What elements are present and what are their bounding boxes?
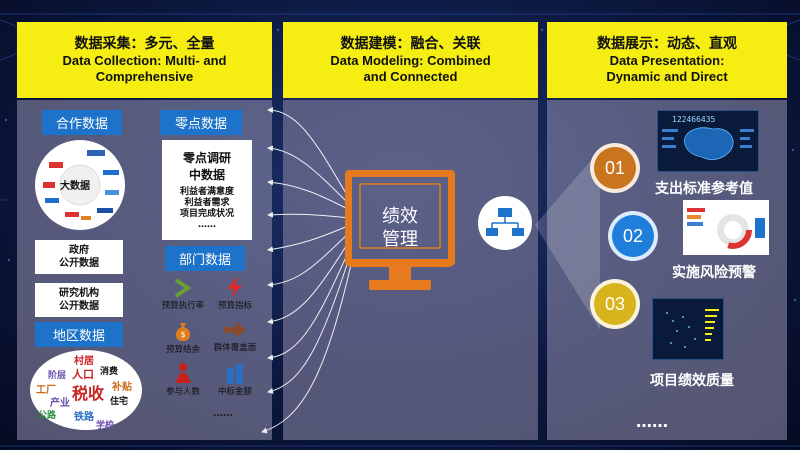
dept-item: 预算执行率	[148, 278, 218, 311]
gov-line: 政府	[69, 245, 89, 256]
region-word: 铁路	[74, 412, 94, 423]
research-public-data-box: 研究机构 公开数据	[35, 283, 123, 317]
china-map-icon	[662, 127, 754, 160]
chevron-right-icon	[174, 278, 192, 298]
badge-number: 01	[604, 157, 626, 178]
header-title-zh: 数据采集：多元、全量	[74, 35, 215, 52]
research-line: 研究机构	[59, 288, 99, 299]
monitor-text: 绩效 管理	[360, 205, 440, 252]
region-word: 产业	[50, 398, 70, 409]
header-data-presentation: 数据展示：动态、直观 Data Presentation: Dynamic an…	[547, 22, 787, 98]
scatter-map-icon	[666, 309, 719, 348]
money-bag-icon: $	[175, 323, 191, 341]
step-badge-01: 01	[590, 143, 640, 193]
region-word: 村居	[74, 356, 94, 367]
partner-data-label: 合作数据	[42, 110, 122, 135]
region-word: 住宅	[110, 397, 129, 407]
dept-item: 中标金额	[200, 362, 270, 397]
dept-item: $ 预算结余	[148, 320, 218, 355]
step-badge-02: 02	[608, 211, 658, 261]
performance-thumbnail	[652, 298, 724, 360]
region-word: 阶层	[48, 371, 67, 381]
zero-line: 项目完成状况	[179, 209, 234, 219]
zero-title: 中数据	[188, 167, 225, 182]
header-title-en: Data Modeling: Combined	[330, 52, 491, 68]
zero-line: ……	[198, 220, 216, 231]
header-data-collection: 数据采集：多元、全量 Data Collection: Multi- and C…	[17, 22, 272, 98]
donut-chart-icon	[687, 208, 765, 249]
header-title-en: Data Presentation:	[609, 52, 725, 68]
dept-item: 参与人数	[148, 362, 218, 397]
region-word: 工厂	[36, 385, 56, 396]
network-icon	[486, 208, 524, 236]
zero-title: 零点调研	[182, 150, 231, 165]
region-data-label: 地区数据	[35, 322, 123, 347]
header-data-modeling: 数据建模：融合、关联 Data Modeling: Combined and C…	[283, 22, 538, 98]
zero-research-box: 零点调研 中数据 利益者满意度 利益者需求 项目完成状况 ……	[162, 140, 252, 240]
network-node	[478, 196, 532, 250]
dashboard-number: 122466435	[672, 115, 716, 124]
region-word: 补贴	[112, 382, 132, 393]
presentation-more: ……	[636, 412, 668, 431]
svg-text:$: $	[180, 330, 185, 339]
zero-data-label: 零点数据	[160, 110, 242, 135]
risk-chart-thumbnail	[683, 200, 769, 255]
person-icon	[175, 363, 191, 383]
region-word: 学校	[96, 421, 115, 431]
header-title-en: Data Collection: Multi- and	[62, 52, 227, 68]
dashboard-map-thumbnail: 122466435	[657, 110, 759, 172]
building-icon	[227, 364, 243, 384]
region-word: 税收	[72, 384, 105, 403]
output-label-3: 项目绩效质量	[650, 373, 734, 389]
partner-logos	[43, 150, 119, 220]
lightning-icon	[227, 278, 242, 298]
header-title-en: Dynamic and Direct	[606, 68, 728, 84]
bigdata-label: 大数据	[60, 181, 90, 192]
badge-number: 03	[604, 293, 626, 314]
region-word: 人口	[72, 368, 94, 381]
region-word: 消费	[100, 367, 119, 377]
region-word: 公路	[38, 411, 57, 421]
dept-data-label: 部门数据	[165, 246, 245, 271]
gov-public-data-box: 政府 公开数据	[35, 240, 123, 274]
monitor-icon	[345, 170, 455, 290]
dept-more: ……	[213, 408, 233, 419]
header-title-en: Comprehensive	[95, 68, 194, 84]
monitor-line: 绩效	[382, 206, 418, 227]
region-word-cloud	[30, 350, 142, 430]
arrow-right-icon	[224, 322, 246, 338]
dept-item: 预算指标	[200, 278, 270, 311]
zero-line: 利益者满意度	[179, 186, 234, 197]
partner-logos-circle	[35, 140, 125, 230]
header-title-en: and Connected	[363, 68, 458, 84]
gov-line: 公开数据	[59, 258, 99, 269]
output-label-2: 实施风险预警	[672, 265, 756, 281]
step-badge-03: 03	[590, 279, 640, 329]
badge-number: 02	[622, 225, 644, 246]
zero-line: 利益者需求	[184, 197, 230, 208]
header-title-zh: 数据展示：动态、直观	[597, 35, 737, 52]
research-line: 公开数据	[59, 301, 99, 312]
header-title-zh: 数据建模：融合、关联	[340, 35, 481, 52]
monitor-line: 管理	[382, 229, 418, 251]
output-label-1: 支出标准参考值	[655, 181, 753, 197]
dept-item: 群体覆盖面	[200, 320, 270, 353]
